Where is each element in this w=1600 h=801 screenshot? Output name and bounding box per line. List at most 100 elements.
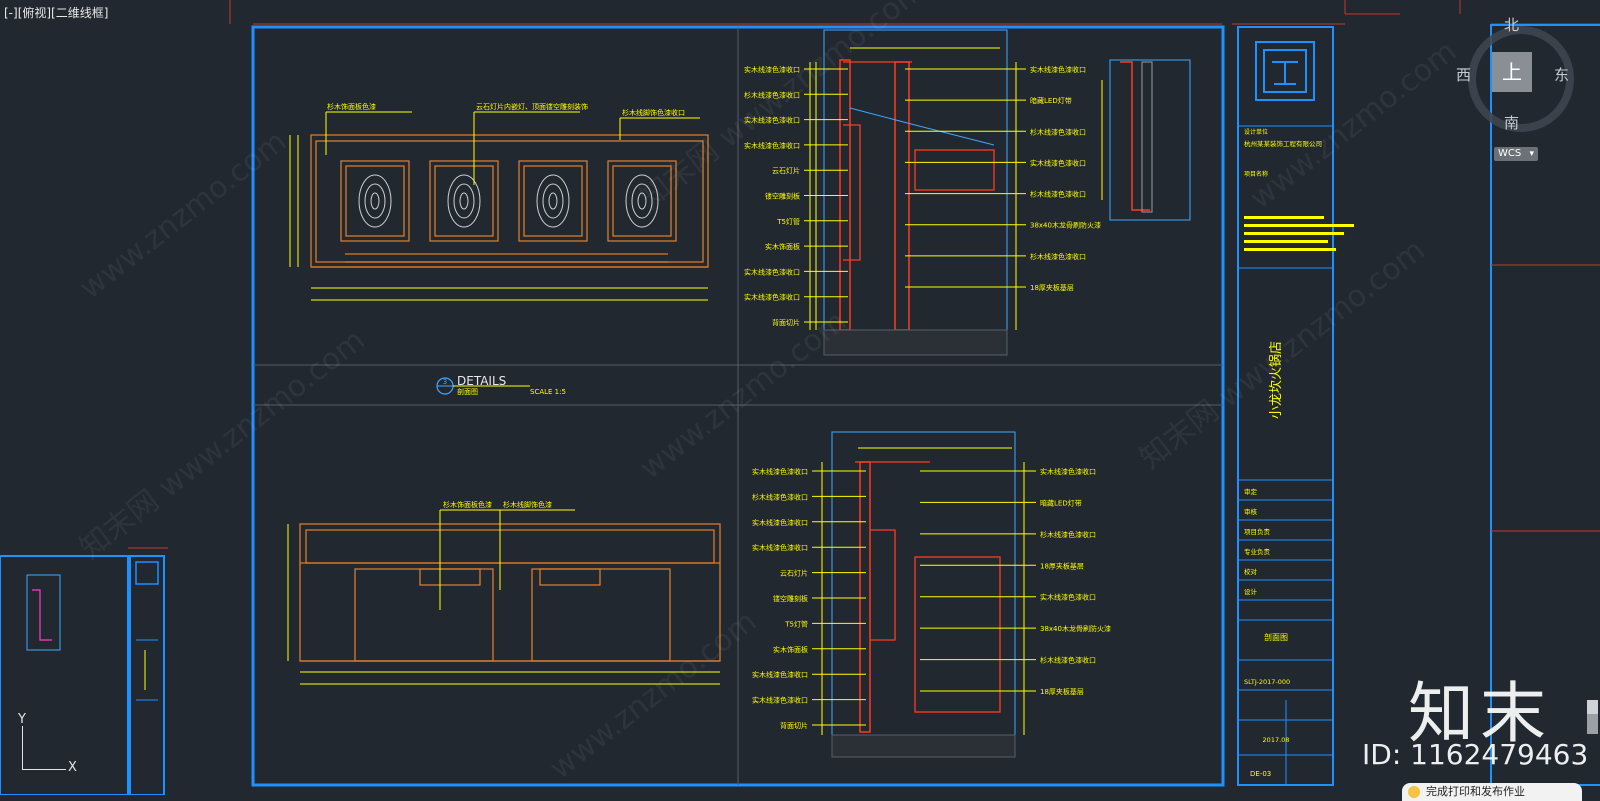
- section-label: 实木线漆色漆收口: [744, 141, 800, 150]
- section-bottom: [821, 431, 1025, 758]
- section-label: 镂空雕刻板: [765, 192, 800, 201]
- title-block-row: 设计: [1244, 587, 1258, 596]
- section-label: 18厚夹板基层: [1040, 687, 1084, 696]
- scrollbar-thumb[interactable]: [1587, 714, 1598, 734]
- section-label: 云石灯片: [772, 166, 800, 175]
- print-notification[interactable]: 完成打印和发布作业: [1402, 783, 1582, 801]
- viewcube-top-face[interactable]: 上: [1492, 52, 1532, 92]
- info-icon: [1408, 786, 1420, 798]
- title-block-drawing-name: 剖面图: [1264, 632, 1288, 642]
- title-block: [1238, 41, 1333, 785]
- title-block-label: 设计单位: [1244, 128, 1268, 136]
- compass-west-label[interactable]: 西: [1456, 66, 1472, 84]
- title-block-row: 审定: [1244, 487, 1258, 496]
- section-label: 杉木线漆色漆收口: [752, 492, 808, 501]
- title-block-row: 专业负责: [1244, 547, 1271, 556]
- title-block-row: 项目负责: [1244, 527, 1271, 536]
- section-label: 实木饰面板: [765, 242, 800, 251]
- notification-text: 完成打印和发布作业: [1426, 785, 1525, 798]
- section-label: 实木线漆色漆收口: [1040, 593, 1096, 602]
- leader-lines: [804, 68, 1036, 726]
- section-label: 实木线漆色漆收口: [1040, 467, 1096, 476]
- title-block-sheet: DE-03: [1250, 770, 1271, 778]
- ucs-y-label: Y: [18, 712, 26, 727]
- section-label: 暗藏LED灯带: [1030, 96, 1072, 105]
- section-label: 实木线漆色漆收口: [744, 116, 800, 125]
- watermark-text: www.znzmo.com: [633, 304, 853, 486]
- section-label: T5灯管: [776, 217, 800, 226]
- details-subtitle: 剖面图: [457, 387, 478, 396]
- section-label: 杉木线漆色漆收口: [1040, 656, 1096, 665]
- details-scale: SCALE 1:5: [530, 388, 566, 396]
- details-heading: DETAILS: [457, 374, 506, 388]
- section-label: 背面切片: [772, 318, 800, 327]
- section-label: 背面切片: [780, 721, 808, 730]
- compass-ring[interactable]: [1468, 26, 1574, 132]
- ucs-y-axis: [22, 726, 23, 770]
- title-block-drawing-no: SLTJ-2017-000: [1244, 678, 1290, 686]
- watermark-text: 知末网 www.znzmo.com: [1133, 233, 1431, 477]
- section-label: 镂空雕刻板: [773, 594, 808, 603]
- title-block-date: 2017.08: [1263, 736, 1290, 744]
- section-label: 实木线漆色漆收口: [752, 467, 808, 476]
- section-label: 实木饰面板: [773, 645, 808, 654]
- section-label: 云石灯片: [780, 569, 808, 578]
- title-block-project-title: 小龙坎火锅店: [1268, 341, 1284, 419]
- ucs-x-label: X: [68, 760, 77, 775]
- watermark-text: www.znzmo.com: [73, 124, 293, 306]
- watermark-id: ID: 1162479463: [1362, 738, 1589, 771]
- detail-number: 3: [443, 378, 447, 386]
- title-block-text-bar: [1244, 248, 1336, 251]
- compass-south-label[interactable]: 南: [1504, 114, 1520, 132]
- section-label: 杉木线漆色漆收口: [744, 90, 800, 99]
- chevron-down-icon: ▾: [1529, 149, 1534, 159]
- detail-right-inset: [1101, 59, 1191, 221]
- compass-north-label[interactable]: 北: [1504, 16, 1520, 34]
- title-block-row: 校对: [1244, 567, 1258, 576]
- compass-east-label[interactable]: 东: [1554, 66, 1570, 84]
- viewport-controls-label[interactable]: [-][俯视][二维线框]: [4, 6, 109, 20]
- dimension-lines-bottom-left: [287, 509, 720, 685]
- title-block-company: 杭州某某装饰工程有限公司: [1244, 139, 1322, 148]
- title-block-text-bar: [1244, 224, 1354, 227]
- section-label: 实木线漆色漆收口: [752, 518, 808, 527]
- section-label: 38x40木龙骨刷防火漆: [1030, 221, 1101, 230]
- section-label: 暗藏LED灯带: [1040, 498, 1082, 507]
- watermark-brand: 知末: [1408, 675, 1552, 752]
- section-top: [809, 29, 1017, 356]
- panel-ornaments: [358, 174, 659, 228]
- wcs-label: WCS: [1498, 148, 1522, 159]
- section-label: 实木线漆色漆收口: [1030, 65, 1086, 74]
- section-label: 实木线漆色漆收口: [752, 543, 808, 552]
- callout-label: 杉木饰面板色漆: [327, 102, 376, 111]
- watermark-text: www.znzmo.com: [543, 604, 763, 786]
- section-label: 18厚夹板基层: [1030, 283, 1074, 292]
- section-label: T5灯管: [784, 619, 808, 628]
- callout-label: 杉木饰面板色漆: [443, 500, 492, 509]
- section-label: 杉木线漆色漆收口: [1030, 252, 1086, 261]
- title-block-row: 审核: [1244, 507, 1258, 516]
- ucs-icon: Y X: [14, 712, 84, 775]
- section-label: 杉木线漆色漆收口: [1030, 190, 1086, 199]
- detail-marker: [436, 377, 530, 395]
- section-label: 实木线漆色漆收口: [752, 696, 808, 705]
- callout-label: 杉木线脚饰色漆收口: [622, 108, 685, 117]
- section-label: 杉木线漆色漆收口: [1030, 127, 1086, 136]
- title-block-text-bar: [1244, 240, 1328, 243]
- section-label: 实木线漆色漆收口: [1030, 158, 1086, 167]
- viewcube[interactable]: 上 北 南 西 东: [1456, 16, 1574, 132]
- section-label: 实木线漆色漆收口: [744, 293, 800, 302]
- dimension-lines-top-left: [289, 111, 708, 301]
- section-label: 杉木线漆色漆收口: [1040, 530, 1096, 539]
- title-block-text-bar: [1244, 216, 1324, 219]
- wcs-menu[interactable]: WCS ▾: [1494, 147, 1538, 161]
- section-label: 38x40木龙骨刷防火漆: [1040, 624, 1111, 633]
- section-label: 18厚夹板基层: [1040, 561, 1084, 570]
- title-block-text-bar: [1244, 232, 1344, 235]
- section-label: 实木线漆色漆收口: [744, 65, 800, 74]
- ucs-x-axis: [22, 769, 66, 770]
- callout-label: 云石灯片内嵌灯、顶面镂空雕刻装饰: [476, 102, 588, 111]
- scrollbar-up-button[interactable]: [1587, 700, 1598, 714]
